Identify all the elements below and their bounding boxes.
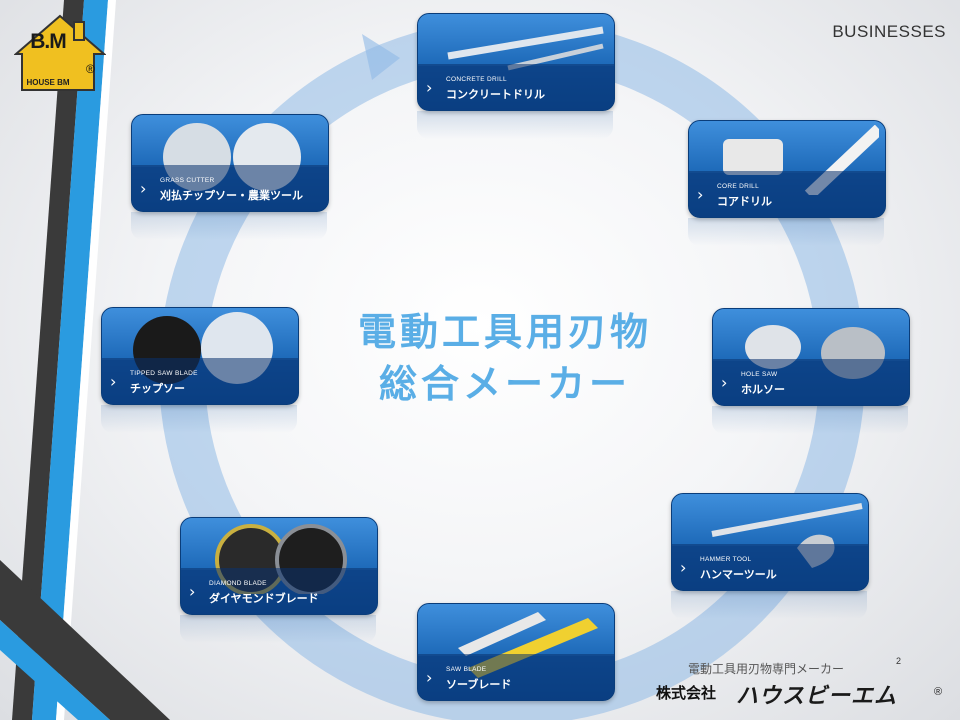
card-en-label: HAMMER TOOL bbox=[700, 556, 752, 563]
card-concrete-drill[interactable]: › CONCRETE DRILL コンクリートドリル bbox=[417, 13, 615, 111]
card-reflection bbox=[712, 406, 908, 434]
card-jp-label: コアドリル bbox=[717, 195, 772, 208]
card-tipped-saw-blade[interactable]: › TIPPED SAW BLADE チップソー bbox=[101, 307, 299, 405]
house-logo-icon bbox=[14, 14, 106, 91]
footer-registered-mark: ® bbox=[934, 686, 943, 698]
card-hole-saw[interactable]: › HOLE SAW ホルソー bbox=[712, 308, 910, 406]
chevron-right-icon: › bbox=[697, 185, 704, 204]
center-title: 電動工具用刃物 総合メーカー bbox=[330, 306, 680, 410]
card-en-label: TIPPED SAW BLADE bbox=[130, 370, 198, 377]
card-jp-label: ソーブレード bbox=[446, 678, 512, 691]
card-en-label: SAW BLADE bbox=[446, 666, 487, 673]
card-reflection bbox=[101, 405, 297, 433]
card-en-label: GRASS CUTTER bbox=[160, 177, 215, 184]
section-label: BUSINESSES bbox=[832, 22, 946, 41]
card-reflection bbox=[688, 218, 884, 246]
card-reflection bbox=[131, 212, 327, 240]
chevron-right-icon: › bbox=[140, 179, 147, 198]
footer-company-logo: ハウスビーエム bbox=[736, 684, 898, 709]
card-reflection bbox=[180, 615, 376, 643]
chevron-right-icon: › bbox=[426, 668, 433, 687]
card-grass-cutter[interactable]: › GRASS CUTTER 刈払チップソー・農業ツール bbox=[131, 114, 329, 212]
card-hammer-tool[interactable]: › HAMMER TOOL ハンマーツール bbox=[671, 493, 869, 591]
chevron-right-icon: › bbox=[189, 582, 196, 601]
chevron-right-icon: › bbox=[680, 558, 687, 577]
logo-subtext: HOUSE BM bbox=[26, 78, 70, 87]
card-reflection bbox=[417, 111, 613, 139]
card-diamond-blade[interactable]: › DIAMOND BLADE ダイヤモンドブレード bbox=[180, 517, 378, 615]
card-jp-label: コンクリートドリル bbox=[446, 88, 545, 101]
card-en-label: CORE DRILL bbox=[717, 183, 760, 190]
center-title-line1: 電動工具用刃物 bbox=[357, 310, 652, 354]
center-title-line2: 総合メーカー bbox=[378, 362, 631, 406]
logo-text: B.M bbox=[30, 30, 67, 53]
card-en-label: HOLE SAW bbox=[741, 371, 778, 378]
card-saw-blade[interactable]: › SAW BLADE ソーブレード bbox=[417, 603, 615, 701]
logo-registered-mark: ® bbox=[86, 62, 95, 76]
chevron-right-icon: › bbox=[110, 372, 117, 391]
card-en-label: CONCRETE DRILL bbox=[446, 76, 507, 83]
page-number: 2 bbox=[896, 656, 902, 666]
footer-tagline: 電動工具用刃物専門メーカー bbox=[688, 662, 845, 676]
card-jp-label: ホルソー bbox=[741, 383, 785, 396]
card-core-drill[interactable]: › CORE DRILL コアドリル bbox=[688, 120, 886, 218]
chevron-right-icon: › bbox=[426, 78, 433, 97]
card-reflection bbox=[671, 591, 867, 619]
card-jp-label: ハンマーツール bbox=[700, 568, 777, 581]
card-jp-label: 刈払チップソー・農業ツール bbox=[160, 189, 303, 202]
card-jp-label: ダイヤモンドブレード bbox=[209, 592, 319, 605]
footer-company: 株式会社 bbox=[656, 684, 717, 702]
card-en-label: DIAMOND BLADE bbox=[209, 580, 267, 587]
chevron-right-icon: › bbox=[721, 373, 728, 392]
card-jp-label: チップソー bbox=[130, 382, 185, 395]
